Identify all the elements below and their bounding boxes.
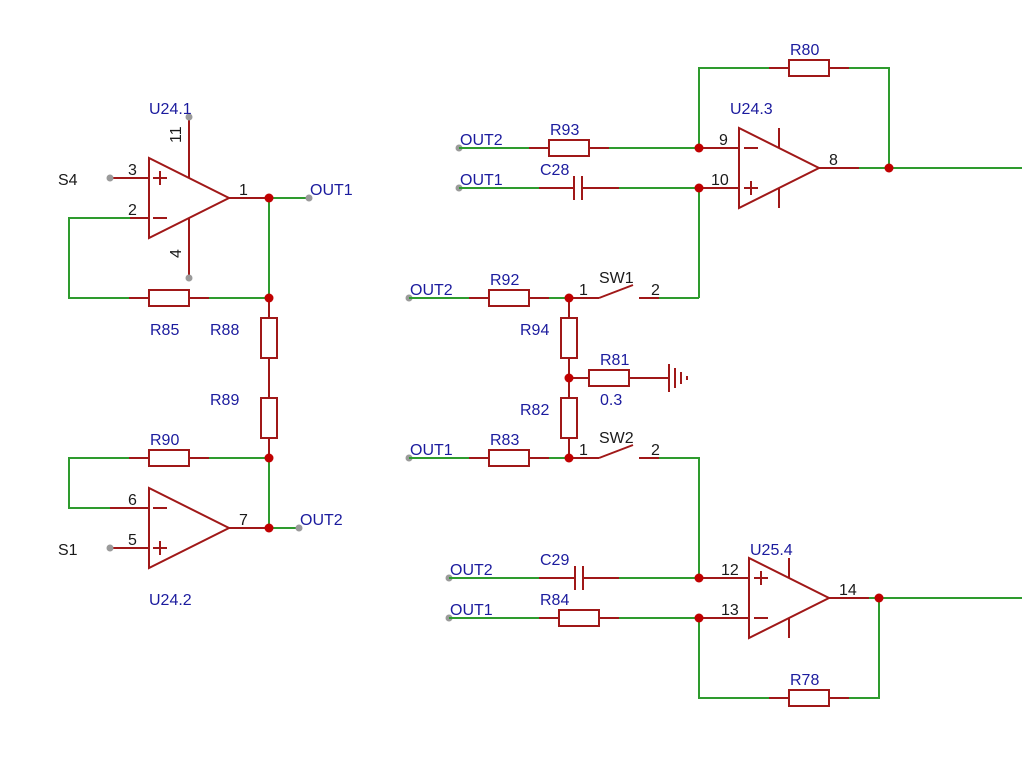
ground-icon <box>668 364 688 392</box>
value-r81: 0.3 <box>600 392 622 409</box>
net-label-s4: S4 <box>58 172 78 189</box>
pin-13: 13 <box>721 602 739 619</box>
pin-10: 10 <box>711 172 729 189</box>
resistor-r88 <box>260 298 278 378</box>
pin-1: 1 <box>239 182 248 199</box>
net-label-s1: S1 <box>58 542 78 559</box>
capacitor-c29 <box>539 566 619 590</box>
ref-r94: R94 <box>520 322 549 339</box>
switch-sw1 <box>569 284 659 299</box>
ref-sw1: SW1 <box>599 270 634 287</box>
junction-dot <box>264 293 274 303</box>
pin-6: 6 <box>128 492 137 509</box>
net-label-out2-left: OUT2 <box>300 512 343 529</box>
pin-7: 7 <box>239 512 248 529</box>
sw2-pin-1: 1 <box>579 442 588 459</box>
ref-sw2: SW2 <box>599 430 634 447</box>
net-label-out1-r83: OUT1 <box>410 442 453 459</box>
opamp-u24-1: 3 2 1 11 4 U24.1 <box>106 101 269 282</box>
sw2-pin-2: 2 <box>651 442 660 459</box>
ref-r88: R88 <box>210 322 239 339</box>
resistor-r85 <box>129 289 209 307</box>
junction-dot <box>694 573 704 583</box>
pin-8: 8 <box>829 152 838 169</box>
junction-dot <box>884 163 894 173</box>
capacitor-c28 <box>539 176 619 200</box>
junction-dot <box>694 613 704 623</box>
junction-dot <box>874 593 884 603</box>
ref-u25-4: U25.4 <box>750 542 793 559</box>
resistor-r94 <box>560 298 578 378</box>
junction-dot <box>694 143 704 153</box>
ref-r93: R93 <box>550 122 579 139</box>
opamp-u24-3: 9 10 8 U24.3 <box>699 101 859 210</box>
net-label-out2-c29: OUT2 <box>450 562 493 579</box>
pin-9: 9 <box>719 132 728 149</box>
net-label-out2-r92: OUT2 <box>410 282 453 299</box>
ref-r82: R82 <box>520 402 549 419</box>
pin-4: 4 <box>168 249 185 258</box>
pin-5: 5 <box>128 532 137 549</box>
junction-dot <box>694 183 704 193</box>
ref-c28: C28 <box>540 162 569 179</box>
ref-r78: R78 <box>790 672 819 689</box>
ref-u24-1: U24.1 <box>149 101 192 118</box>
sw1-pin-2: 2 <box>651 282 660 299</box>
resistor-r92 <box>469 289 549 307</box>
resistor-r83 <box>469 449 549 467</box>
ref-r80: R80 <box>790 42 819 59</box>
ref-u24-3: U24.3 <box>730 101 773 118</box>
pin-11: 11 <box>168 126 185 143</box>
ref-r81: R81 <box>600 352 629 369</box>
ref-r84: R84 <box>540 592 569 609</box>
ref-r83: R83 <box>490 432 519 449</box>
pin-14: 14 <box>839 582 857 599</box>
junction-dot <box>264 453 274 463</box>
pin-12: 12 <box>721 562 739 579</box>
net-label-out1-c28: OUT1 <box>460 172 503 189</box>
junction-dot <box>564 293 574 303</box>
junction-dot <box>264 523 274 533</box>
opamp-u25-4: 12 13 14 U25.4 <box>699 542 869 640</box>
junction-dot <box>564 373 574 383</box>
resistor-r78 <box>769 689 849 707</box>
junction-dot <box>564 453 574 463</box>
ref-r85: R85 <box>150 322 179 339</box>
ref-u24-2: U24.2 <box>149 592 192 609</box>
junction-dot <box>264 193 274 203</box>
ref-r92: R92 <box>490 272 519 289</box>
resistor-r80 <box>769 59 849 77</box>
resistor-r82 <box>560 378 578 458</box>
ref-r89: R89 <box>210 392 239 409</box>
net-label-out2-r93: OUT2 <box>460 132 503 149</box>
ref-c29: C29 <box>540 552 569 569</box>
pin-3: 3 <box>128 162 137 179</box>
net-label-out1-r84: OUT1 <box>450 602 493 619</box>
switch-sw2 <box>569 444 659 459</box>
ref-r90: R90 <box>150 432 179 449</box>
resistor-r81 <box>569 369 669 387</box>
resistor-r90 <box>129 449 209 467</box>
resistor-r89 <box>260 378 278 458</box>
pin-2: 2 <box>128 202 137 219</box>
sw1-pin-1: 1 <box>579 282 588 299</box>
opamp-u24-2: 6 5 7 U24.2 <box>106 486 269 609</box>
opamp-u24-2-body <box>148 486 232 570</box>
resistor-r93 <box>529 139 609 157</box>
net-label-out1-left: OUT1 <box>310 182 353 199</box>
resistor-r84 <box>539 609 619 627</box>
